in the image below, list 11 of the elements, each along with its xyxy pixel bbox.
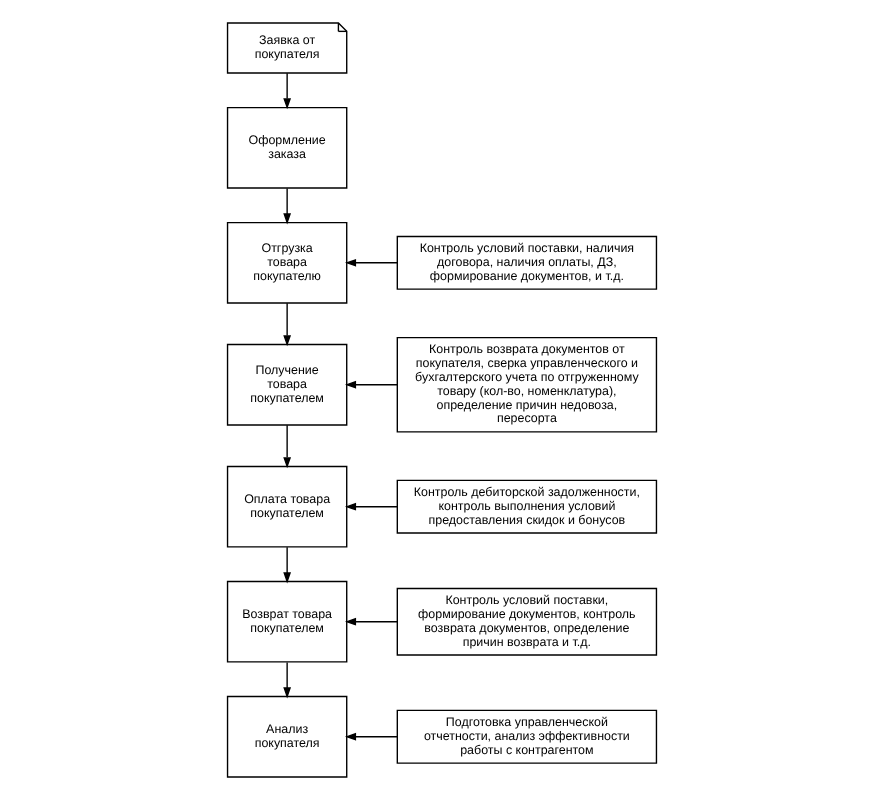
- arrow: [282, 302, 290, 347]
- arrow: [282, 187, 290, 225]
- arrow: [343, 258, 397, 267]
- arrow: [343, 380, 397, 389]
- arrow: [343, 617, 397, 626]
- arrow: [282, 546, 290, 584]
- arrow: [282, 661, 290, 699]
- arrow: [282, 424, 290, 469]
- arrow: [343, 502, 397, 511]
- arrow: [282, 72, 290, 110]
- arrow: [343, 732, 397, 741]
